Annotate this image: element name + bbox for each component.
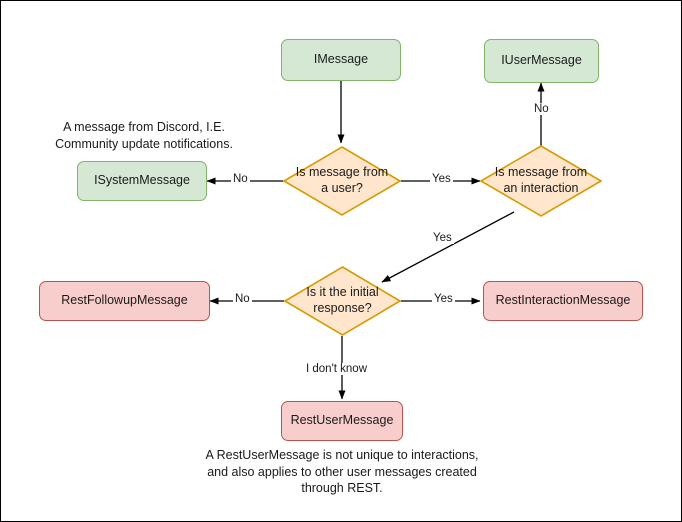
node-is-message-from-a-user[interactable]: Is message from a user? (283, 146, 401, 216)
edge-label-no-restfollowupmessage: No (233, 293, 252, 305)
node-imessage-label: IMessage (313, 52, 369, 67)
label-line-2: an interaction (503, 181, 579, 195)
node-isystemmessage-label: ISystemMessage (94, 173, 190, 188)
node-imessage[interactable]: IMessage (281, 39, 401, 81)
note-restusermessage: A RestUserMessage is not unique to inter… (205, 448, 479, 496)
node-is-it-the-initial-response[interactable]: Is it the initial response? (284, 266, 401, 336)
node-is-it-the-initial-response-label: Is it the initial response? (298, 285, 386, 316)
edge-is-from-interaction-to-is-initial-response (381, 211, 515, 283)
edge-label-yes-restinteractionmessage: Yes (432, 293, 455, 305)
edge-label-i-dont-know: I don't know (304, 363, 370, 375)
node-restusermessage[interactable]: RestUserMessage (281, 401, 403, 441)
diamond-shape (283, 146, 401, 216)
edge-label-yes-is-from-interaction: Yes (430, 173, 453, 185)
diamond-shape (480, 145, 602, 217)
node-isystemmessage[interactable]: ISystemMessage (77, 161, 207, 201)
node-restfollowupmessage-label: RestFollowupMessage (61, 293, 188, 308)
node-restinteractionmessage-label: RestInteractionMessage (495, 293, 631, 308)
diamond-shape (284, 266, 401, 336)
edge-label-no-isystemmessage: No (231, 173, 250, 185)
edge-label-yes-is-initial-response: Yes (431, 232, 454, 244)
label-line-2: a user? (321, 181, 363, 195)
note-isystemmessage: A message from Discord, I.E. Community u… (55, 120, 233, 151)
node-iusermessage-label: IUserMessage (501, 53, 582, 68)
node-restinteractionmessage[interactable]: RestInteractionMessage (483, 281, 643, 321)
label-line-2: response? (313, 301, 372, 315)
label-line-1: Is message from (494, 165, 588, 180)
node-is-message-from-an-interaction-label: Is message from an interaction (487, 165, 595, 196)
node-restusermessage-label: RestUserMessage (290, 413, 394, 428)
node-is-message-from-an-interaction[interactable]: Is message from an interaction (480, 145, 602, 217)
node-is-message-from-a-user-label: Is message from a user? (288, 165, 396, 196)
label-line-1: Is message from (295, 165, 389, 180)
edge-label-no-iusermessage: No (532, 103, 551, 115)
node-iusermessage[interactable]: IUserMessage (484, 39, 599, 83)
label-line-1: Is it the initial (306, 285, 379, 300)
node-restfollowupmessage[interactable]: RestFollowupMessage (39, 281, 210, 321)
